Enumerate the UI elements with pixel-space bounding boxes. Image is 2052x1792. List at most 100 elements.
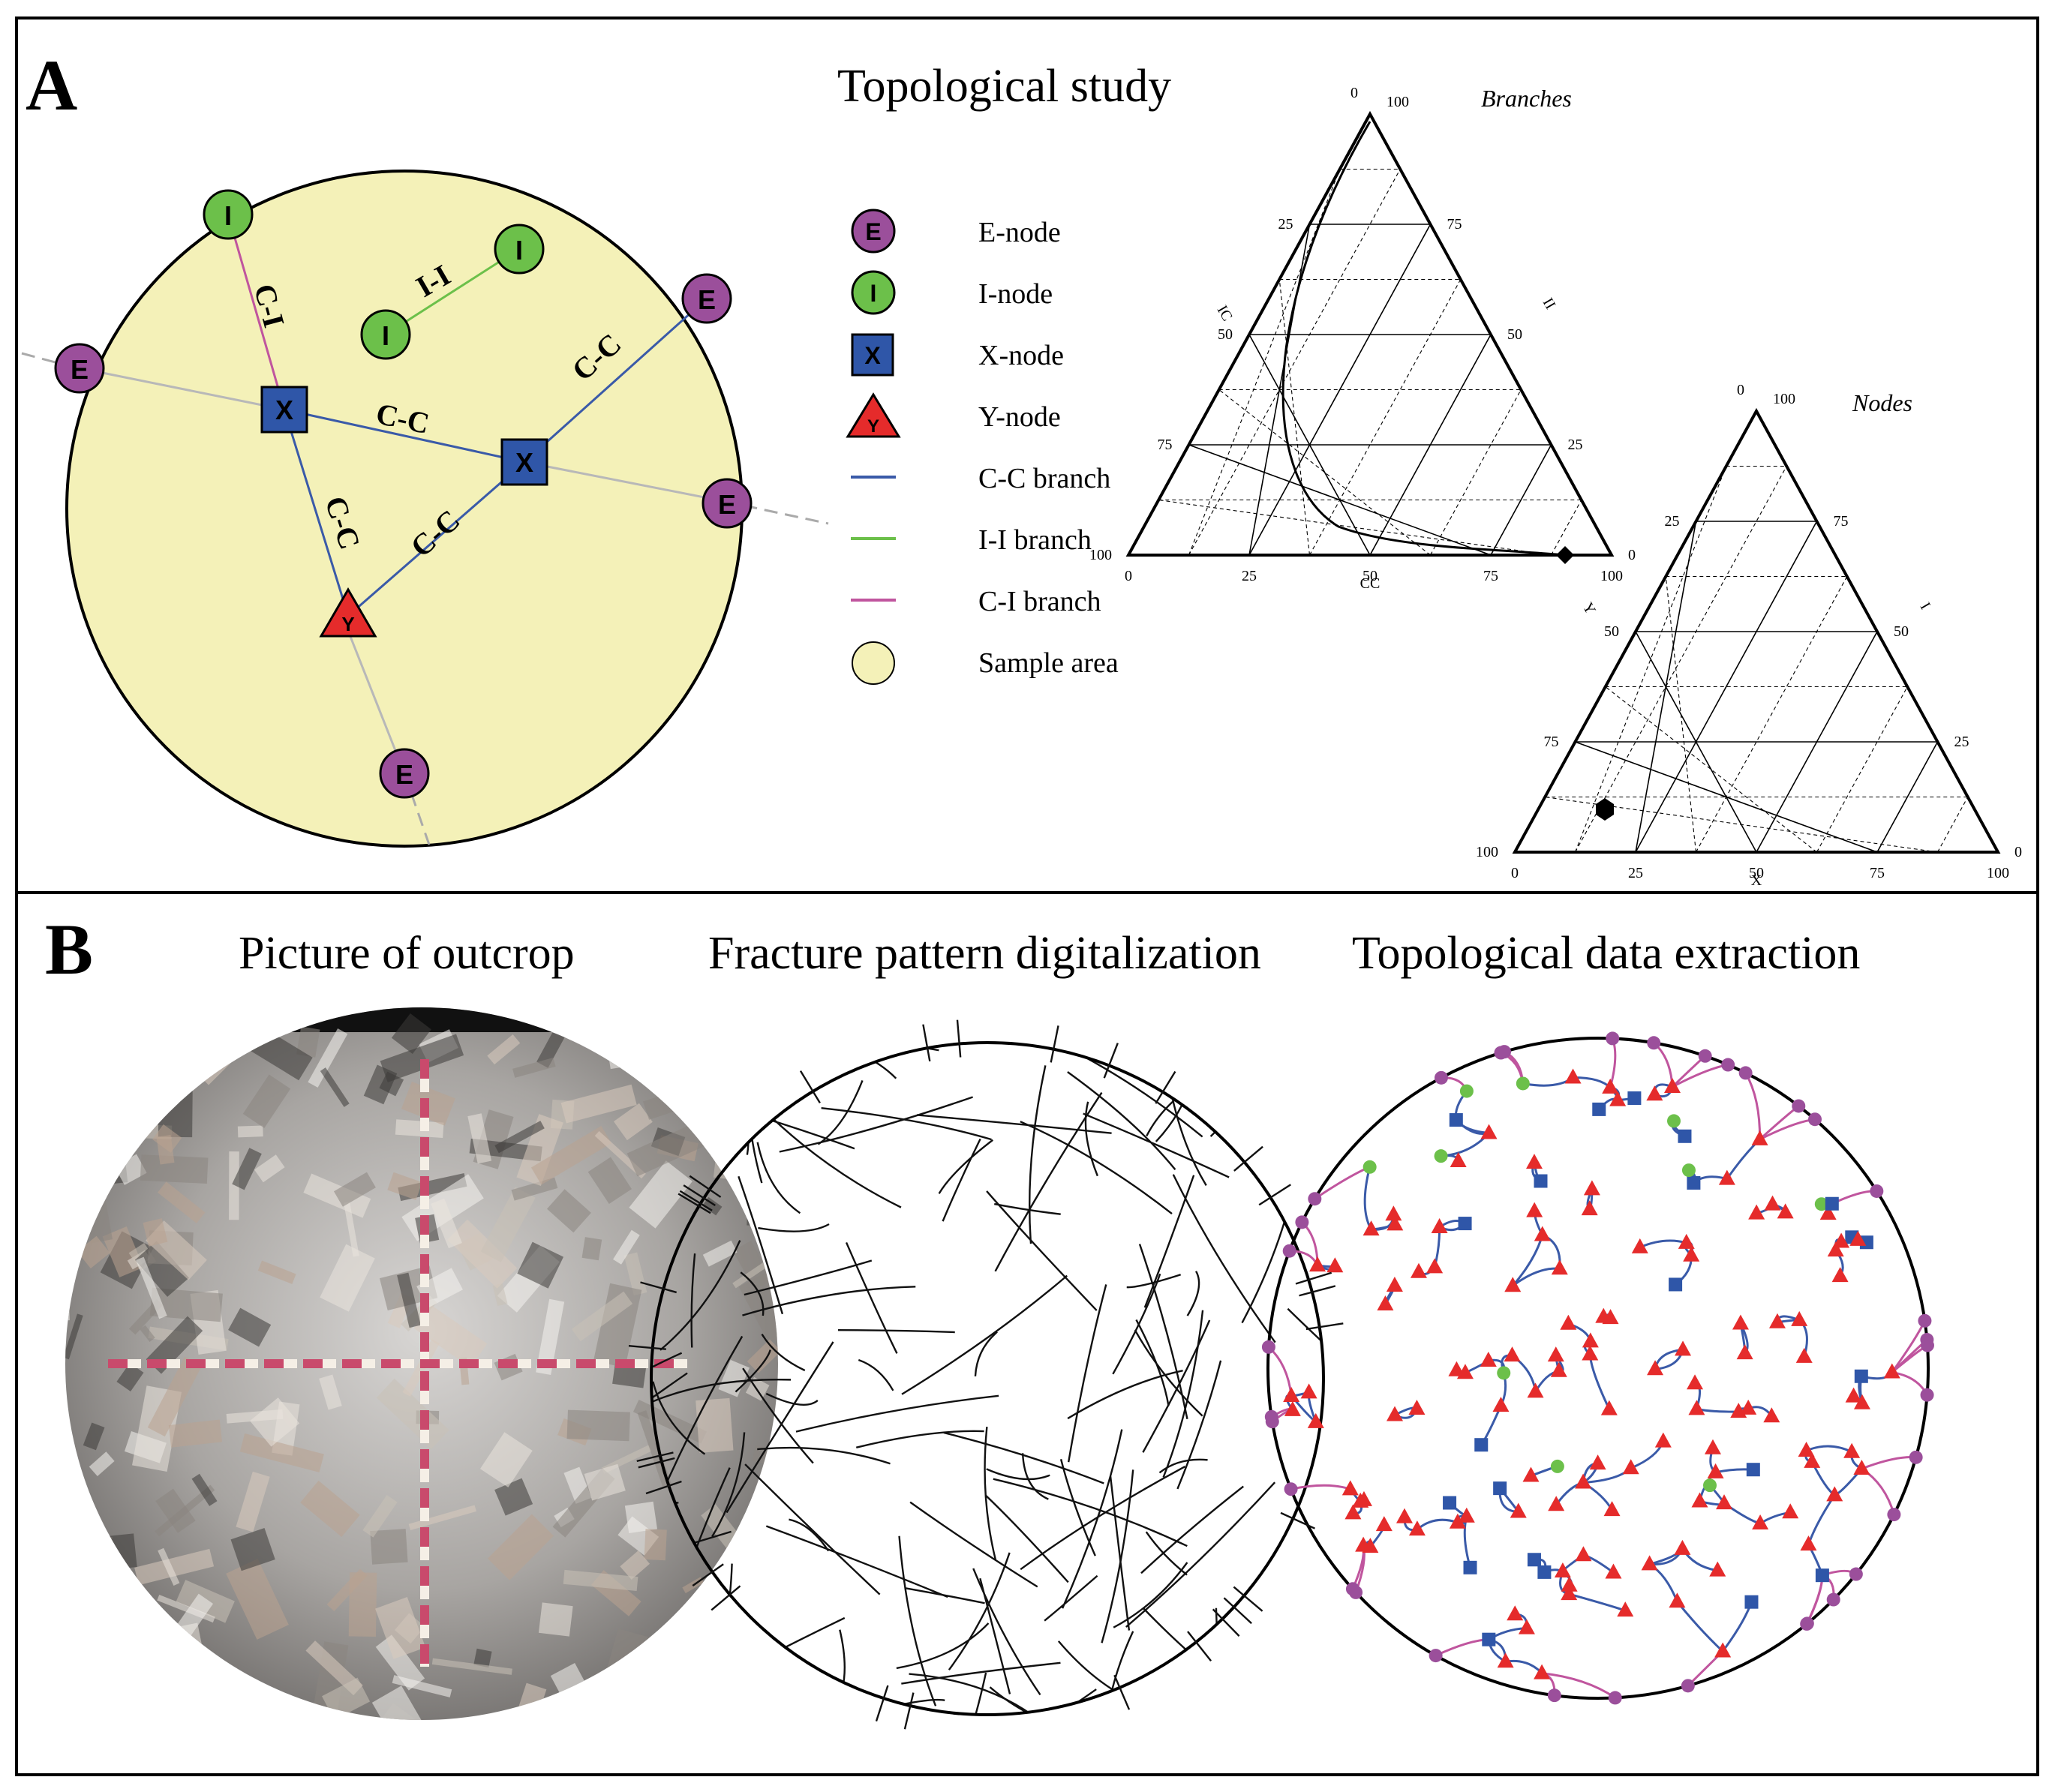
y-node-marker [1448, 1361, 1465, 1376]
fracture-trace [1155, 1079, 1193, 1142]
rock-fragment [105, 1639, 155, 1694]
y-node-marker [1548, 1496, 1565, 1511]
y-node-marker [1564, 1068, 1582, 1084]
rock-fragment [75, 1530, 113, 1580]
rock-fragment [613, 1103, 653, 1141]
ci-branch [1541, 1672, 1616, 1699]
y-node-marker [1534, 1664, 1551, 1679]
y-node-marker [1396, 1508, 1413, 1523]
y-node-marker [1647, 1360, 1664, 1376]
rock-fragment [517, 1241, 564, 1289]
fracture-trace [628, 1344, 666, 1350]
tick-label: 75 [1158, 437, 1173, 453]
fracture-trace [905, 1587, 985, 1604]
rock-fragment [563, 1569, 638, 1592]
y-node-marker [1575, 1473, 1592, 1489]
tick-label: 0 [1511, 865, 1519, 881]
y-node-marker [1551, 1259, 1568, 1275]
fracture-trace [1142, 1319, 1211, 1453]
fracture-trace [758, 1223, 830, 1232]
fracture-trace [683, 1184, 716, 1207]
rock-fragment [702, 1678, 751, 1720]
svg-text:I: I [382, 320, 389, 351]
apex-label: 0 [1737, 382, 1744, 398]
y-node-marker [1622, 1459, 1639, 1475]
ternary-title: Nodes [1852, 389, 1912, 416]
trend-curve [1281, 121, 1566, 557]
fracture-trace [638, 1457, 675, 1469]
fracture-trace [1113, 1674, 1131, 1710]
y-node-marker [1688, 1400, 1705, 1415]
tick-label: 25 [1628, 865, 1643, 881]
rock-fragment [738, 1271, 778, 1343]
tick-label: 25 [1278, 216, 1293, 233]
y-node-marker [1362, 1538, 1379, 1553]
tick-label: 75 [1544, 734, 1559, 750]
e-node-marker [1434, 1070, 1448, 1085]
e-node-marker [1608, 1691, 1622, 1705]
fracture-trace [1287, 1307, 1323, 1391]
rock-fragment [777, 1651, 778, 1700]
fracture-trace [1176, 1360, 1222, 1490]
fracture-trace [1059, 1458, 1096, 1556]
fracture-trace [1044, 1574, 1098, 1622]
x-node-marker [1527, 1553, 1541, 1567]
rock-fragment [599, 1665, 657, 1720]
fracture-trace [1158, 1458, 1208, 1474]
x-node-marker [1627, 1091, 1642, 1105]
cc-branch-line [523, 297, 708, 464]
i-node-marker [1814, 1197, 1828, 1211]
svg-text:I: I [224, 200, 232, 231]
rock-fragment [320, 1067, 350, 1107]
rock-fragment [732, 1007, 750, 1046]
y-node-marker [1691, 1492, 1708, 1508]
rock-fragment [65, 1551, 80, 1602]
ci-branch [1301, 1221, 1319, 1266]
fracture-trace [347, 630, 406, 774]
tick-label: 100 [1987, 865, 2009, 881]
rock-fragment [587, 1157, 632, 1204]
y-node-marker [1554, 1562, 1571, 1578]
fracture-trace [1126, 1274, 1182, 1289]
fracture-trace [1101, 1631, 1134, 1715]
fracture-trace [1233, 1586, 1263, 1612]
fracture-trace [744, 1259, 873, 1296]
fracture-trace [1223, 1597, 1252, 1625]
ci-branch [1267, 1346, 1293, 1397]
data-marker [1556, 546, 1574, 564]
apex-label: 100 [1387, 94, 1409, 110]
fracture-trace [855, 1430, 984, 1448]
grid-line [1430, 389, 1522, 556]
i-node-marker [1681, 1163, 1696, 1178]
apex-label: 100 [1773, 391, 1795, 407]
rock-fragment [300, 1480, 360, 1538]
digitalization-sample-circle [650, 1041, 1325, 1716]
rock-fragment [718, 1359, 750, 1397]
x-node-marker [1815, 1568, 1829, 1583]
rock-fragment [254, 1154, 285, 1183]
fracture-trace [1241, 1074, 1277, 1161]
fracture-trace [1299, 1285, 1336, 1297]
fracture-trace [1083, 1658, 1191, 1715]
fracture-trace [765, 1392, 819, 1406]
sample-area-icon [852, 641, 895, 685]
rock-fragment [257, 1260, 296, 1284]
y-node-marker [1408, 1399, 1426, 1415]
grid-line [1605, 686, 1817, 853]
rock-fragment [152, 1124, 182, 1153]
fracture-trace [986, 1190, 1098, 1311]
fracture-trace [757, 1446, 891, 1465]
cc-branch [1807, 1494, 1836, 1545]
fracture-trace [1140, 1485, 1245, 1574]
x-node-marker [1744, 1595, 1759, 1609]
fracture-trace [677, 1193, 711, 1214]
rock-fragment [236, 1471, 270, 1532]
legend-label: Sample area [978, 647, 1119, 679]
rock-fragment [226, 1558, 289, 1640]
fracture-trace [692, 1563, 724, 1586]
rock-fragment [395, 1119, 444, 1138]
y-node-marker [1510, 1502, 1527, 1518]
y-node-marker [1654, 1432, 1672, 1448]
fracture-trace [831, 1043, 897, 1079]
e-node-marker [1808, 1112, 1822, 1127]
